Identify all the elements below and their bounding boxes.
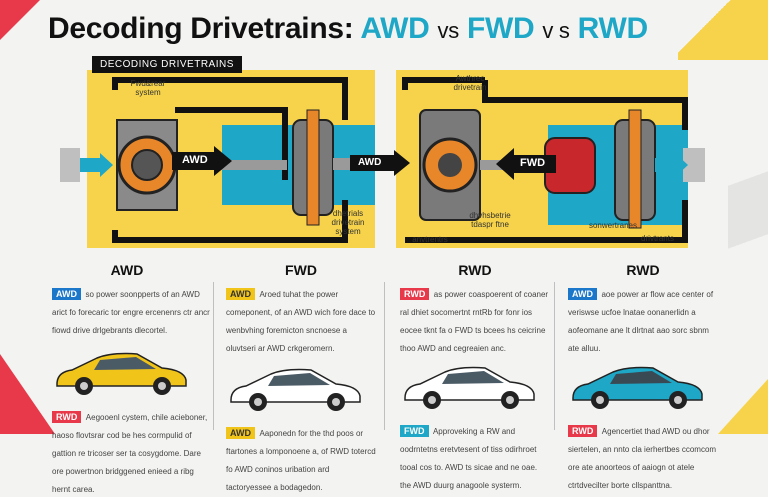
car-icon xyxy=(230,368,361,411)
output-block-right xyxy=(683,148,705,182)
arrow-awd-2: AWD xyxy=(350,150,410,176)
car-icon xyxy=(572,366,703,409)
car-icon xyxy=(404,366,535,409)
column-text-bottom: Aegooenl cystem, chile acieboner, haoso … xyxy=(52,413,208,494)
column-heading: RWD xyxy=(458,262,492,278)
column-heading: FWD xyxy=(285,262,317,278)
caption-right-bottom: anvtrentrs xyxy=(412,235,448,244)
caption-right-center: dhvhsbetrie tdaspr ftne xyxy=(469,211,511,229)
arrow-awd-1-label: AWD xyxy=(182,154,208,166)
arrow-right-icon xyxy=(172,146,232,176)
column-tag-bottom: RWD xyxy=(52,411,82,423)
title-fwd: FWD xyxy=(466,12,535,45)
pipe-right-bottom xyxy=(405,200,688,243)
pipe-left-top xyxy=(112,77,348,120)
column-awd: AWD AWD so power soonpperts of an AWD ar… xyxy=(52,262,212,494)
car-icon xyxy=(56,352,187,395)
input-block-left xyxy=(60,148,80,182)
diagram-subtitle: DECODING DRIVETRAINS xyxy=(92,56,242,73)
column-tag-bottom: AWD xyxy=(226,427,255,439)
pipe-left-inner xyxy=(175,107,288,180)
column-tag-top: AWD xyxy=(568,288,597,300)
column-divider-1 xyxy=(213,282,214,430)
column-tag-top: AWD xyxy=(226,288,255,300)
column-rwd-2: RWD AWD aoe power ar flow ace center of … xyxy=(568,262,718,490)
pipe-left-bottom xyxy=(112,200,348,243)
corner-decoration-top-left xyxy=(0,0,40,40)
caption-left-top: Fwd&rear system xyxy=(130,79,166,97)
column-fwd: FWD AWD Aroed tuhat the power comeponent… xyxy=(226,262,376,492)
output-arrow-right-icon xyxy=(655,153,688,177)
column-text-top: as power coaspoerent of coaner ral dhiet… xyxy=(400,290,549,353)
input-arrow-left-icon xyxy=(80,153,113,177)
column-heading: RWD xyxy=(626,262,660,278)
column-divider-3 xyxy=(554,282,555,430)
column-text-top: so power soonpperts of an AWD arict fo f… xyxy=(52,290,210,335)
side-stripe-decoration xyxy=(728,60,768,360)
column-heading: AWD xyxy=(110,262,144,278)
corner-decoration-bottom-left xyxy=(0,354,55,434)
arrow-fwd-label: FWD xyxy=(520,157,546,169)
title-rwd: RWD xyxy=(577,12,649,45)
title-main: Decoding Drivetrains: xyxy=(48,12,354,45)
title-awd: AWD xyxy=(360,12,430,45)
caption-right-top: Awthrec drivetrain xyxy=(453,74,487,92)
title-vs-2: v s xyxy=(542,18,570,43)
pipe-right-top xyxy=(482,80,688,130)
column-text-top: aoe power ar flow ace center of veriswse… xyxy=(568,290,714,353)
caption-left-bottom: dhetrials drivetrain system xyxy=(331,209,365,236)
title-vs-1: vs xyxy=(437,18,460,43)
column-tag-top: AWD xyxy=(52,288,81,300)
column-tag-bottom: FWD xyxy=(400,425,429,437)
corner-decoration-top-right xyxy=(678,0,768,60)
arrow-left-icon xyxy=(496,148,556,180)
caption-right-small: sonwertranes xyxy=(588,221,638,230)
arrow-right-icon xyxy=(350,150,410,176)
column-rwd: RWD RWD as power coaspoerent of coaner r… xyxy=(400,262,550,490)
column-tag-bottom: RWD xyxy=(568,425,598,437)
column-tag-top: RWD xyxy=(400,288,430,300)
arrow-awd-2-label: AWD xyxy=(358,157,382,168)
column-text-top: Aroed tuhat the power comeponent, of an … xyxy=(226,290,376,353)
page-title: Decoding Drivetrains: AWD vs FWD v s RWD xyxy=(48,12,648,46)
caption-right-label: drivtrants xyxy=(641,234,674,243)
corner-decoration-bottom-right xyxy=(718,379,768,434)
arrow-awd-1: AWD xyxy=(172,146,232,176)
column-divider-2 xyxy=(384,282,385,430)
arrow-fwd: FWD xyxy=(496,148,556,180)
